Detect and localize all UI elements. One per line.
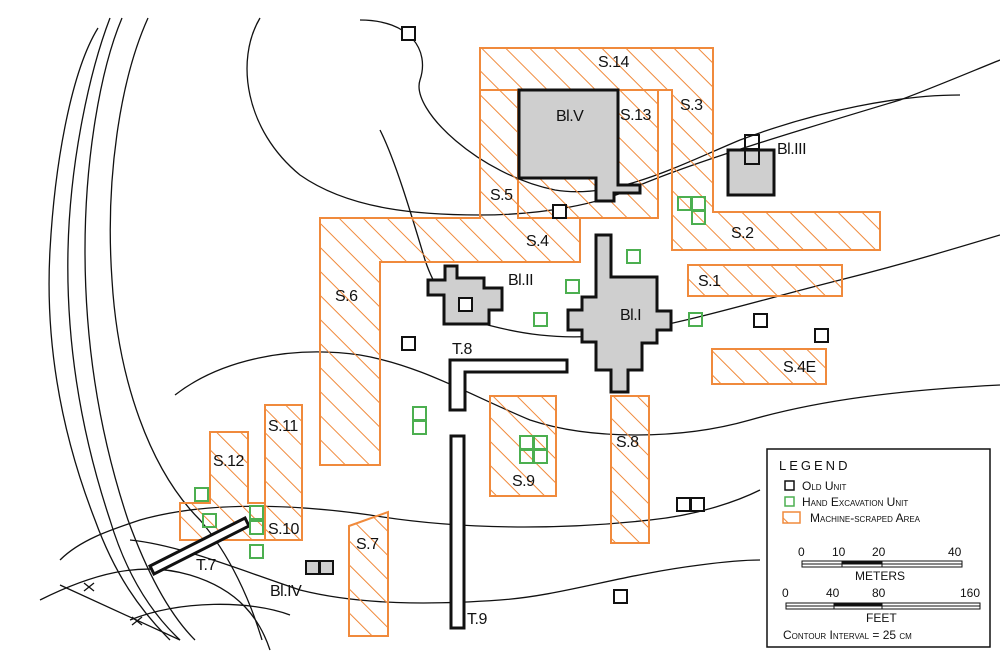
feet-tick-40: 40: [826, 586, 840, 600]
label-s1: S.1: [698, 273, 721, 290]
label-s13: S.13: [620, 107, 652, 124]
label-s14: S.14: [598, 54, 630, 71]
meters-scale-bar: [801, 560, 963, 568]
scraped-area-s9[interactable]: [489, 395, 557, 497]
hand-unit[interactable]: [533, 449, 548, 464]
block-ii[interactable]: [426, 264, 504, 326]
excavation-blocks: [426, 88, 776, 394]
label-s4: S.4: [526, 233, 549, 250]
meters-tick-40: 40: [948, 545, 962, 559]
old-unit[interactable]: [690, 497, 705, 512]
block-labels: Bl.V Bl.III Bl.II Bl.I Bl.IV: [270, 108, 807, 600]
label-s8: S.8: [616, 434, 639, 451]
hand-unit[interactable]: [626, 249, 641, 264]
scraped-area-s1[interactable]: [687, 264, 843, 297]
scraped-area-s8[interactable]: [610, 395, 650, 544]
trench-t8[interactable]: [448, 358, 569, 412]
feet-scale-bar: [785, 602, 981, 610]
hand-unit[interactable]: [249, 505, 264, 520]
old-unit[interactable]: [613, 589, 628, 604]
label-s10: S.10: [268, 521, 300, 538]
hand-unit[interactable]: [412, 406, 427, 421]
scraped-area-s4e[interactable]: [711, 348, 827, 385]
contour-interval: Contour Interval = 25 cm: [783, 628, 912, 642]
old-unit[interactable]: [401, 336, 416, 351]
label-block-i: Bl.I: [620, 307, 641, 324]
hand-unit[interactable]: [691, 210, 706, 225]
trench-t9[interactable]: [449, 434, 466, 630]
legend-machine: Machine-scraped Area: [810, 511, 921, 525]
old-unit[interactable]: [753, 313, 768, 328]
label-s4e: S.4E: [783, 359, 816, 376]
meters-tick-0: 0: [798, 545, 805, 559]
trench-labels: T.8 T.7 T.9: [196, 341, 488, 628]
hand-unit[interactable]: [533, 312, 548, 327]
block-iv-unit[interactable]: [305, 560, 320, 575]
hand-unit[interactable]: [249, 520, 264, 535]
label-s7: S.7: [356, 536, 379, 553]
feet-tick-80: 80: [872, 586, 886, 600]
label-block-iv: Bl.IV: [270, 583, 302, 600]
label-s3: S.3: [680, 97, 703, 114]
hand-unit[interactable]: [202, 513, 217, 528]
label-s9: S.9: [512, 473, 535, 490]
block-iii[interactable]: [726, 148, 776, 197]
label-s2: S.2: [731, 225, 754, 242]
label-block-ii: Bl.II: [508, 272, 533, 289]
survey-marks: [83, 582, 143, 626]
label-s11: S.11: [268, 418, 298, 435]
feet-label: FEET: [866, 611, 897, 625]
hand-unit[interactable]: [194, 487, 209, 502]
meters-tick-20: 20: [872, 545, 886, 559]
label-t8: T.8: [452, 341, 472, 358]
label-t9: T.9: [467, 611, 487, 628]
legend-title: LEGEND: [779, 458, 850, 473]
feet-tick-160: 160: [960, 586, 980, 600]
label-t7: T.7: [196, 557, 216, 574]
block-iii-old-unit-2[interactable]: [744, 149, 760, 165]
feet-tick-0: 0: [782, 586, 789, 600]
block-i[interactable]: [566, 233, 673, 394]
label-s12: S.12: [213, 453, 245, 470]
meters-tick-10: 10: [832, 545, 846, 559]
scraped-area-s12-s10[interactable]: [179, 431, 266, 541]
machine-swatch: [782, 511, 801, 524]
scraped-area-s7[interactable]: [348, 510, 389, 637]
legend-hand-unit: Hand Excavation Unit: [802, 495, 908, 509]
label-s6: S.6: [335, 288, 358, 305]
hand-unit-swatch: [784, 496, 795, 507]
old-units: [305, 26, 829, 604]
hand-unit[interactable]: [688, 312, 703, 327]
hand-excavation-units: [194, 196, 706, 559]
hand-unit[interactable]: [249, 544, 264, 559]
block-v[interactable]: [517, 88, 642, 203]
legend-box: [766, 448, 991, 648]
old-unit[interactable]: [401, 26, 416, 41]
label-s5: S.5: [490, 187, 513, 204]
scraped-area-labels: S.14 S.13 S.3 S.5 S.4 S.2 S.1 S.6 S.4E S…: [213, 54, 816, 553]
old-unit[interactable]: [814, 328, 829, 343]
label-block-v: Bl.V: [556, 108, 584, 125]
old-unit[interactable]: [552, 204, 567, 219]
meters-label: METERS: [855, 569, 905, 583]
old-unit[interactable]: [458, 297, 473, 312]
label-block-iii: Bl.III: [777, 141, 806, 158]
old-unit-swatch: [784, 480, 795, 491]
scraped-area-s11[interactable]: [264, 404, 303, 541]
trenches: [147, 358, 569, 630]
hand-unit[interactable]: [412, 420, 427, 435]
legend-old-unit: Old Unit: [802, 479, 847, 493]
block-iv-unit[interactable]: [319, 560, 334, 575]
hand-unit[interactable]: [565, 279, 580, 294]
legend: LEGEND Old Unit Hand Excavation Unit Mac…: [766, 448, 991, 648]
machine-scraped-areas: [179, 47, 881, 637]
old-unit[interactable]: [676, 497, 691, 512]
